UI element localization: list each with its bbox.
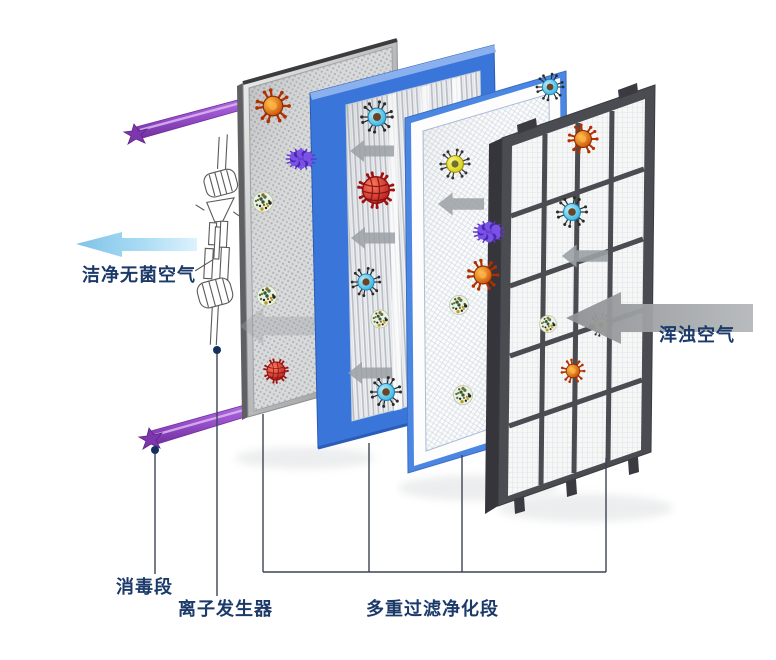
filter-panel-grid-prefilter (485, 83, 656, 514)
leader-lines (151, 346, 607, 596)
clean-air-arrow (76, 232, 197, 257)
purple-particle-icon (284, 147, 318, 171)
green-particle-icon (539, 315, 557, 333)
ion-generator-label: 离子发生器 (178, 599, 273, 619)
green-particle-icon (256, 285, 278, 307)
uv-lamp-top-icon (122, 96, 253, 145)
disinfection-section-label: 消毒段 (116, 577, 173, 597)
green-particle-icon (252, 191, 274, 213)
clean-air-label: 洁净无菌空气 (82, 265, 196, 285)
green-particle-icon (449, 295, 469, 315)
green-particle-icon (370, 309, 390, 329)
dirty-air-arrow (566, 292, 753, 344)
green-particle-icon (453, 385, 473, 405)
uv-lamp-bottom-icon (137, 402, 256, 450)
dirty-air-label: 浑浊空气 (659, 325, 735, 345)
filtration-section-label: 多重过滤净化段 (366, 599, 499, 619)
purple-particle-icon (472, 219, 506, 245)
ion-generator-device (194, 134, 242, 346)
